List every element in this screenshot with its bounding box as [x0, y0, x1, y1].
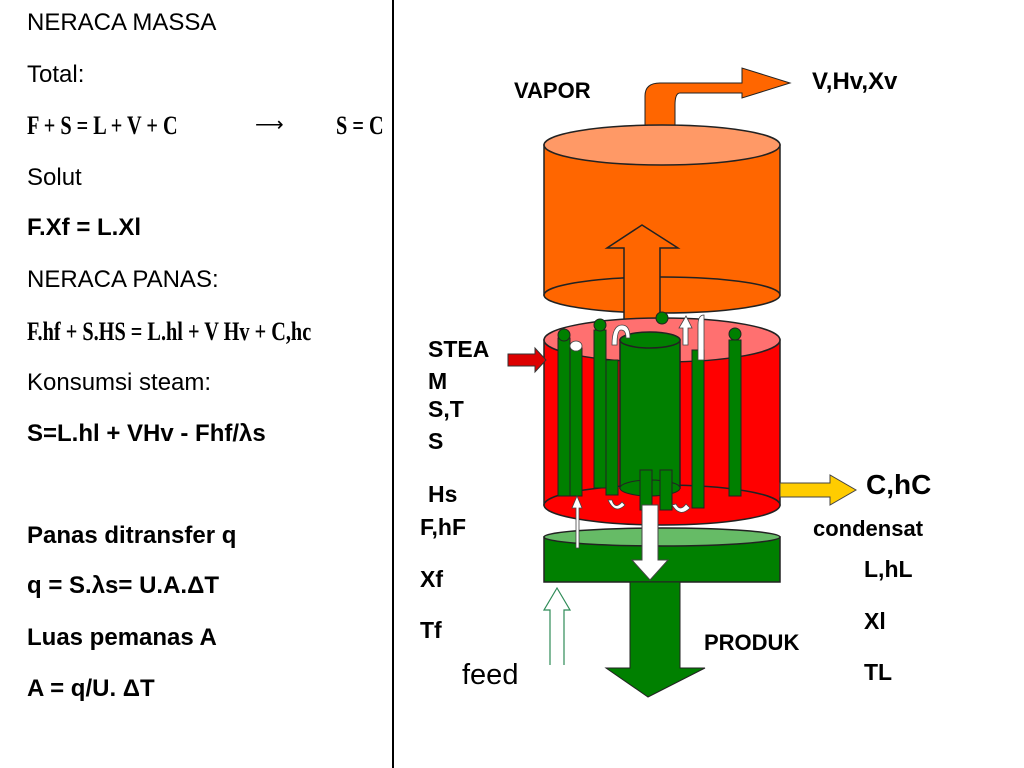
steam-inlet-arrow [507, 346, 547, 374]
circulation-arrow [678, 315, 693, 346]
vapor-label: VAPOR [514, 78, 591, 103]
product-enthalpy-label: L,hL [864, 556, 913, 582]
steam-label-line2: M [428, 368, 448, 394]
heating-tube [569, 347, 583, 497]
evaporator-diagram [507, 67, 858, 698]
tube-top-dot [593, 318, 607, 332]
feed-inlet-arrow [542, 586, 572, 665]
heat-transfer-equation: q = S.λs= U.A.ΔT [27, 572, 219, 599]
feed-temperature-label: Tf [420, 617, 442, 643]
feed-label: feed [462, 659, 519, 691]
condensate-stream-label: C,hC [866, 469, 932, 500]
feed-concentration-label: Xf [420, 566, 443, 592]
heat-balance-equation: F.hf + S.HS = L.hl + V Hv + C,hc [27, 317, 312, 346]
heating-area-label: Luas pemanas A [27, 624, 217, 651]
heating-tube [659, 469, 673, 511]
bottom-section-top [543, 527, 781, 547]
vapor-chamber [543, 144, 781, 296]
solute-balance-equation: F.Xf = L.Xl [27, 214, 142, 241]
heating-tube [728, 339, 742, 497]
steam-consumption-equation: S=L.hl + VHv - Fhf/λs [27, 420, 266, 447]
downcomer-top [619, 331, 681, 349]
circulation-arrow [671, 503, 691, 513]
circulation-arrow [607, 499, 626, 510]
heating-tube [605, 359, 619, 496]
heating-tube [639, 469, 653, 511]
product-concentration-label: Xl [864, 608, 886, 634]
steam-label-line1: STEA [428, 336, 490, 362]
product-temperature-label: TL [864, 659, 893, 685]
steam-enthalpy-label: Hs [428, 481, 458, 507]
steam-label-line4: S [428, 428, 444, 454]
vapor-chamber-top [543, 124, 781, 166]
heating-tube [557, 337, 571, 497]
steam-consumption-label: Konsumsi steam: [27, 369, 212, 396]
heating-tube [691, 349, 705, 509]
central-downcomer [619, 339, 681, 489]
panel-divider [392, 0, 394, 768]
downflow-arrow [630, 504, 670, 581]
vapor-rise-arrow [604, 224, 681, 321]
heating-tube [593, 329, 607, 489]
mass-balance-equation: F + S = L + V + C [27, 111, 178, 140]
product-outlet-arrow [604, 581, 706, 698]
steam-label-line3: S,T [428, 396, 464, 422]
tube-top-dot [557, 328, 571, 342]
feed-enthalpy-label: F,hF [420, 514, 466, 540]
mass-balance-heading: NERACA MASSA [27, 9, 217, 36]
circulation-arrow [571, 494, 583, 549]
product-label: PRODUK [704, 630, 800, 655]
condensate-label: condensat [813, 516, 924, 541]
heat-transfer-label: Panas ditransfer q [27, 522, 237, 549]
circulation-arrow [697, 314, 705, 361]
condensate-outlet-arrow [779, 474, 858, 506]
balance-equations-panel: NERACA MASSA Total: F + S = L + V + C ⟶ … [0, 0, 392, 768]
tube-top-dot [655, 311, 669, 325]
vapor-chamber-bottom [543, 276, 781, 314]
vapor-stream-label: V,Hv,Xv [812, 68, 898, 95]
solute-label: Solut [27, 164, 82, 191]
heat-balance-heading: NERACA PANAS: [27, 266, 219, 293]
total-label: Total: [27, 61, 85, 88]
vapor-outlet-arrow [644, 67, 792, 128]
circulation-dot [569, 340, 583, 352]
implies-arrow-icon: ⟶ [255, 114, 284, 136]
circulation-arrow [611, 324, 631, 346]
steam-condensate-equality: S = C [336, 111, 384, 140]
heating-area-equation: A = q/U. ΔT [27, 675, 155, 702]
tube-top-dot [728, 327, 742, 341]
